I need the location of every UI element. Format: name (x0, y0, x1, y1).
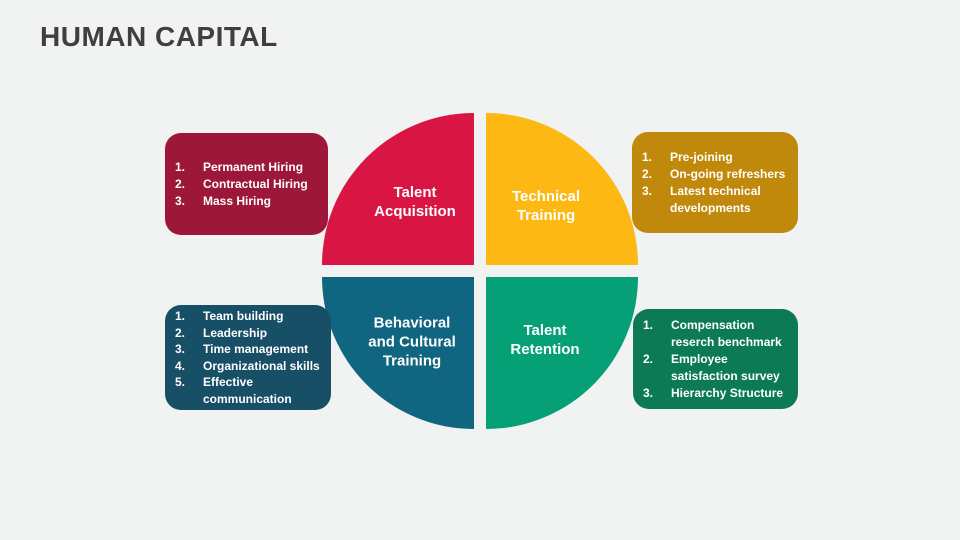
quadrant-talent-acquisition (322, 113, 474, 265)
list-item-text: On-going refreshers (670, 166, 786, 181)
list-item-text: Hierarchy Structure (671, 385, 784, 400)
list-item: 1. Permanent Hiring (175, 159, 322, 176)
list-item-text: Effective communication (203, 375, 292, 406)
list-item-number: 3. (643, 385, 654, 400)
list-item-text: Permanent Hiring (203, 159, 304, 174)
list-item-text: Latest technical developments (670, 183, 761, 215)
list-item-text: Team building (203, 309, 284, 323)
list-item-number: 1. (643, 317, 654, 332)
list-item-number: 1. (175, 159, 186, 174)
list-box-behavioral-cultural-training: 1. Team building 2. Leadership 3. Time m… (165, 305, 331, 410)
slide-title: HUMAN CAPITAL (40, 21, 278, 52)
list-item: 5. Effective communication (175, 374, 325, 407)
list-box-talent-retention: 1. Compensation reserch benchmark 2. Emp… (633, 309, 798, 409)
list-item: 1. Pre-joining (642, 149, 792, 166)
list-item: 3. Latest technical developments (642, 183, 792, 217)
quadrant-talent-retention (486, 277, 638, 429)
quadrant-technical-training (486, 113, 638, 265)
list-item-text: Time management (203, 342, 309, 356)
list-item-number: 3. (175, 342, 186, 356)
list-item-number: 2. (642, 166, 653, 181)
list-item-number: 2. (175, 176, 186, 191)
list-item-text: Compensation reserch benchmark (671, 317, 782, 349)
list-item-text: Mass Hiring (203, 193, 272, 208)
list-item-number: 1. (642, 149, 653, 164)
list-item-text: Employee satisfaction survey (671, 351, 780, 383)
list-item: 1. Compensation reserch benchmark (643, 317, 792, 351)
list-box-technical-training: 1. Pre-joining 2. On-going refreshers 3.… (632, 132, 798, 233)
list-item: 2. Contractual Hiring (175, 176, 322, 193)
quadrant-behavioral-cultural-training (322, 277, 474, 429)
list-box-talent-acquisition: 1. Permanent Hiring 2. Contractual Hirin… (165, 133, 328, 235)
list-item: 1. Team building (175, 308, 325, 325)
list-item: 4. Organizational skills (175, 358, 325, 375)
list-item: 3. Time management (175, 341, 325, 358)
list-item-number: 1. (175, 309, 186, 323)
list-item-number: 5. (175, 375, 186, 389)
list-item: 2. Employee satisfaction survey (643, 351, 792, 385)
list-item-text: Leadership (203, 325, 268, 340)
list-item-text: Pre-joining (670, 149, 733, 164)
list-item-number: 2. (175, 325, 186, 340)
list-item-number: 2. (643, 351, 654, 366)
list-item-text: Organizational skills (203, 358, 320, 373)
list-item-number: 3. (175, 193, 186, 208)
list-item: 3. Hierarchy Structure (643, 385, 792, 402)
list-item: 2. On-going refreshers (642, 166, 792, 183)
list-item-number: 3. (642, 183, 653, 198)
list-item-number: 4. (175, 358, 186, 373)
list-item: 2. Leadership (175, 325, 325, 342)
list-item-text: Contractual Hiring (203, 176, 308, 191)
list-item: 3. Mass Hiring (175, 193, 322, 210)
